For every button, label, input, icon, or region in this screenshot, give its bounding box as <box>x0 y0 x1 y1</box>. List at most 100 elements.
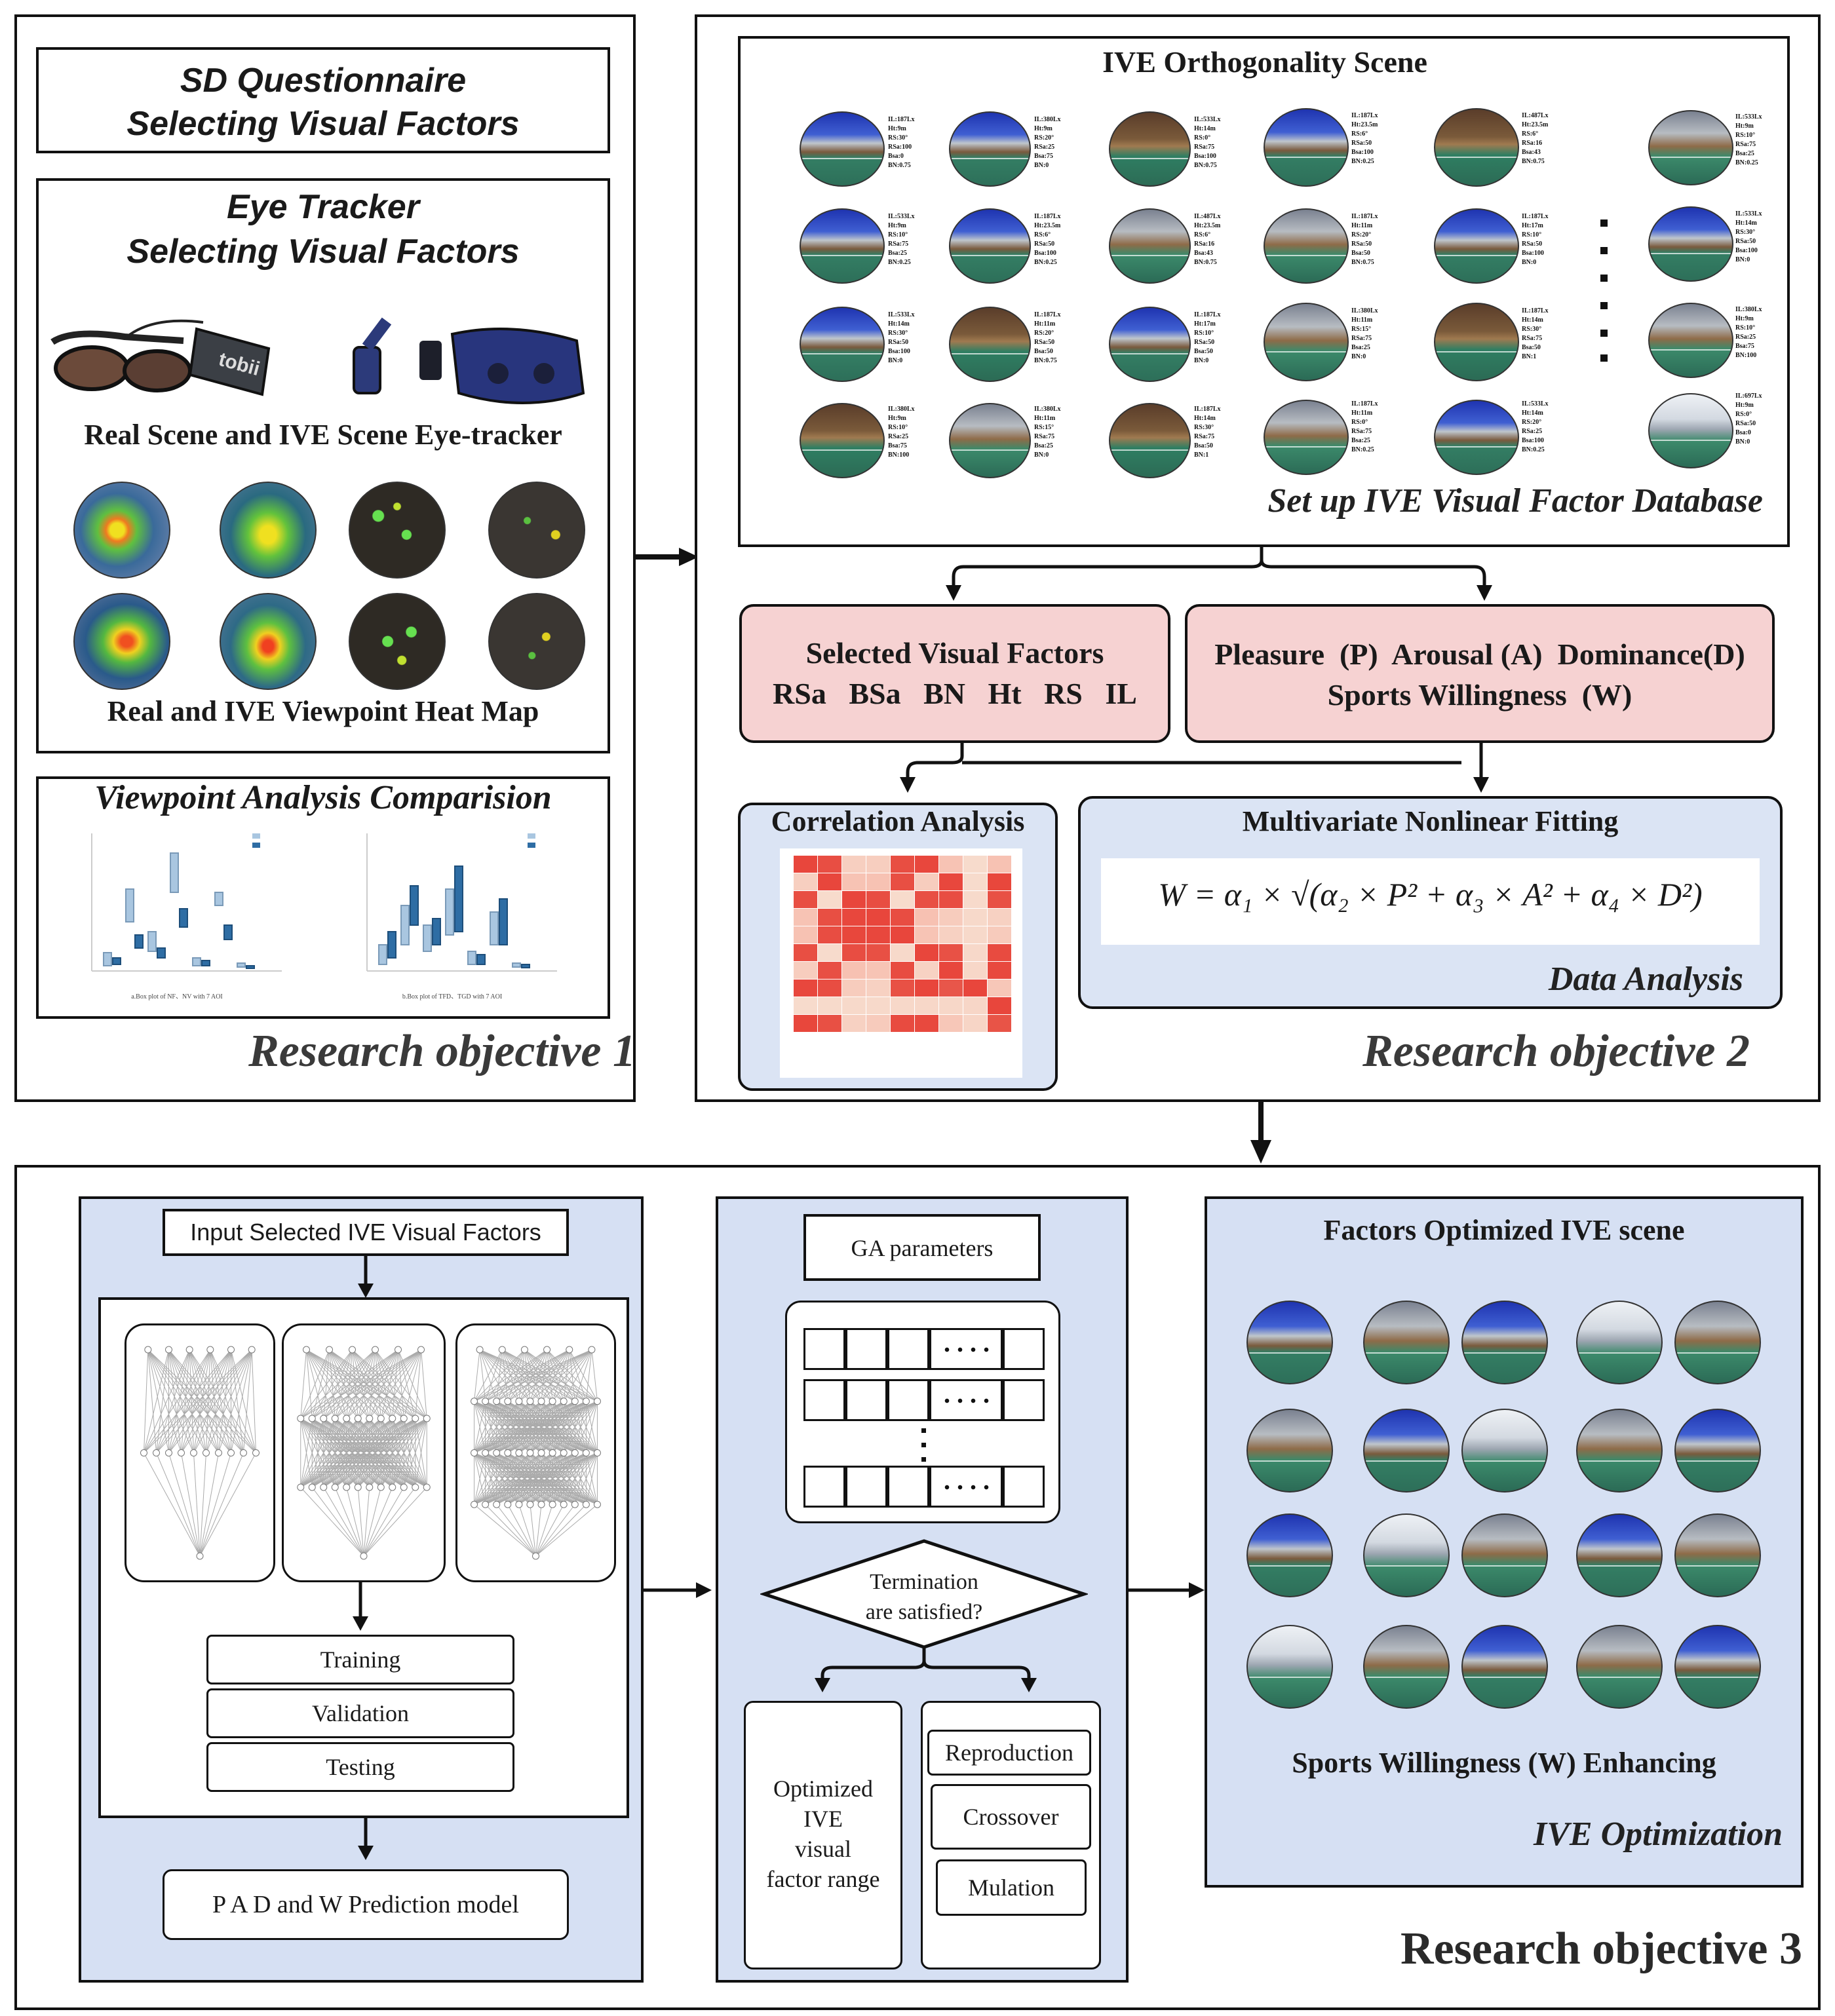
correlation-cell <box>914 926 939 944</box>
network-edge <box>168 1349 252 1453</box>
network-node <box>178 1449 185 1456</box>
network-edge <box>535 1504 564 1557</box>
network-edge <box>574 1453 598 1505</box>
network-edge <box>300 1349 353 1419</box>
network-node <box>543 1346 551 1354</box>
chromosome-gene <box>803 1466 845 1508</box>
network-node <box>582 1500 590 1508</box>
network-edge <box>357 1418 427 1488</box>
network-node <box>493 1398 501 1405</box>
network-node <box>582 1449 590 1456</box>
network-node <box>537 1500 545 1508</box>
network-edge <box>474 1349 525 1402</box>
network-node <box>593 1398 601 1405</box>
network-edge <box>474 1453 542 1505</box>
network-node <box>297 1415 305 1422</box>
network-edge <box>323 1418 427 1488</box>
gene-ellipsis <box>940 1485 993 1490</box>
optimized-scene-thumb <box>1246 1513 1333 1597</box>
network-node <box>196 1552 204 1560</box>
network-edge <box>518 1504 536 1557</box>
network-node <box>482 1398 490 1405</box>
network-edge <box>485 1349 547 1402</box>
network-edge <box>591 1349 598 1401</box>
optimized-scene-thumb <box>1674 1409 1761 1493</box>
correlation-cell <box>987 855 1012 873</box>
network-edge <box>585 1401 598 1453</box>
optimized-scene-thumb <box>1461 1625 1548 1709</box>
heatmap-ive-1 <box>220 482 317 579</box>
network-edge <box>552 1349 592 1402</box>
optimized-scene-thumb <box>1576 1301 1663 1384</box>
network-edge <box>334 1418 427 1488</box>
enhancing-label: Sports Willingness (W) Enhancing <box>1292 1747 1716 1779</box>
network-edge <box>585 1453 598 1505</box>
network-edge <box>507 1453 598 1505</box>
vr-headset-illustration <box>353 317 585 404</box>
network-edge <box>156 1349 211 1453</box>
correlation-cell <box>793 890 818 909</box>
network-edge <box>311 1349 421 1419</box>
correlation-cell <box>841 855 866 873</box>
tobii-glasses-illustration: tobii <box>50 319 271 396</box>
correlation-title: Correlation Analysis <box>771 805 1025 837</box>
network-edge <box>300 1487 364 1557</box>
scene-thumb-21 <box>1109 403 1191 478</box>
chromosome-gene <box>1003 1466 1045 1508</box>
network-edge <box>474 1401 509 1453</box>
correlation-cell <box>963 943 988 962</box>
network-edge <box>311 1349 353 1419</box>
network-edge <box>300 1418 393 1488</box>
network-edge <box>334 1349 421 1419</box>
network-edge <box>479 1349 486 1401</box>
heatmap-points-1 <box>349 482 446 579</box>
network-edge <box>474 1401 564 1453</box>
formula-box <box>1101 858 1760 945</box>
network-edge <box>485 1453 598 1505</box>
correlation-cell <box>817 926 842 944</box>
network-edge <box>210 1349 256 1453</box>
scene-thumb-18 <box>1648 303 1733 378</box>
arrow-to-prediction <box>358 1818 374 1860</box>
network-node <box>165 1346 172 1354</box>
scene-thumb-1 <box>800 111 885 187</box>
network-edge <box>496 1453 598 1505</box>
plot-a-caption: a.Box plot of NF、NV with 7 AOI <box>131 993 223 1000</box>
network-edge <box>485 1349 525 1402</box>
reproduction-box: Reproduction <box>927 1730 1091 1776</box>
network-node <box>203 1449 210 1456</box>
network-edge <box>300 1418 313 1488</box>
branch-arrows-top <box>946 547 1492 601</box>
network-edge <box>474 1349 480 1401</box>
correlation-cell <box>866 908 891 926</box>
network-node <box>349 1346 356 1354</box>
network-edge <box>193 1349 231 1453</box>
arrow-obj2-to-obj3 <box>1250 1102 1271 1164</box>
network-node <box>560 1449 568 1456</box>
correlation-cell <box>793 1014 818 1033</box>
correlation-cell <box>987 873 1012 891</box>
network-edge <box>144 1349 231 1453</box>
network-edge <box>311 1349 330 1419</box>
heatmap-real-2 <box>73 593 170 690</box>
network-edge <box>210 1349 219 1453</box>
termination-diamond <box>760 1539 1088 1649</box>
network-edge <box>474 1349 592 1402</box>
arrow-obj1-to-obj2 <box>636 548 699 566</box>
chromosome-gene <box>887 1328 929 1370</box>
heatmap-points-4 <box>488 593 585 690</box>
network-edge <box>199 1453 256 1557</box>
network-edge <box>300 1418 404 1488</box>
network-edge <box>193 1349 211 1453</box>
network-edge <box>181 1349 211 1453</box>
network-edge <box>541 1453 598 1505</box>
network-edge <box>357 1349 421 1419</box>
network-node <box>227 1346 235 1354</box>
orthogonality-scene-box <box>738 36 1790 547</box>
network-edge <box>474 1349 570 1402</box>
